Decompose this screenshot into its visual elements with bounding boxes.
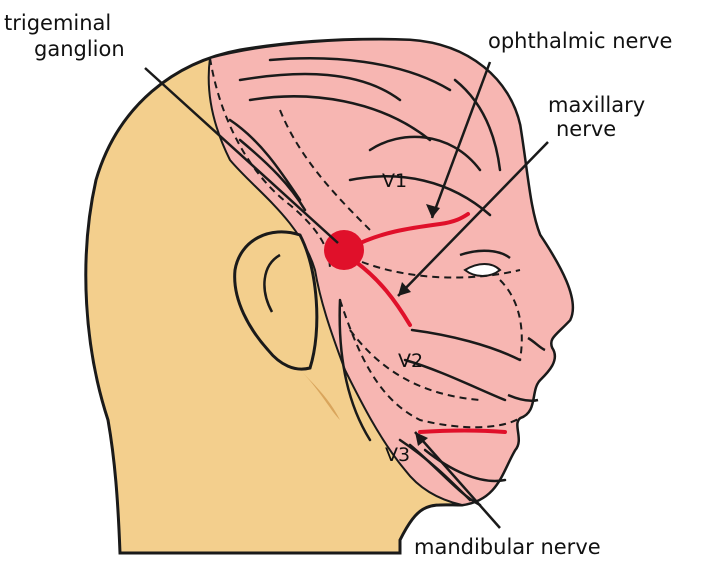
label-mandibular-nerve: mandibular nerve <box>414 536 601 558</box>
zone-label-v1: V1 <box>382 170 407 192</box>
mandibular-branch <box>420 431 505 433</box>
label-maxillary-nerve-line2: nerve <box>556 118 616 140</box>
label-trigeminal-ganglion-line1: trigeminal <box>4 12 111 34</box>
label-trigeminal-ganglion-line2: ganglion <box>34 38 125 60</box>
zone-label-v3: V3 <box>385 444 410 466</box>
label-maxillary-nerve-line1: maxillary <box>548 94 645 116</box>
label-ophthalmic-nerve: ophthalmic nerve <box>488 30 672 52</box>
zone-label-v2: V2 <box>398 350 423 372</box>
